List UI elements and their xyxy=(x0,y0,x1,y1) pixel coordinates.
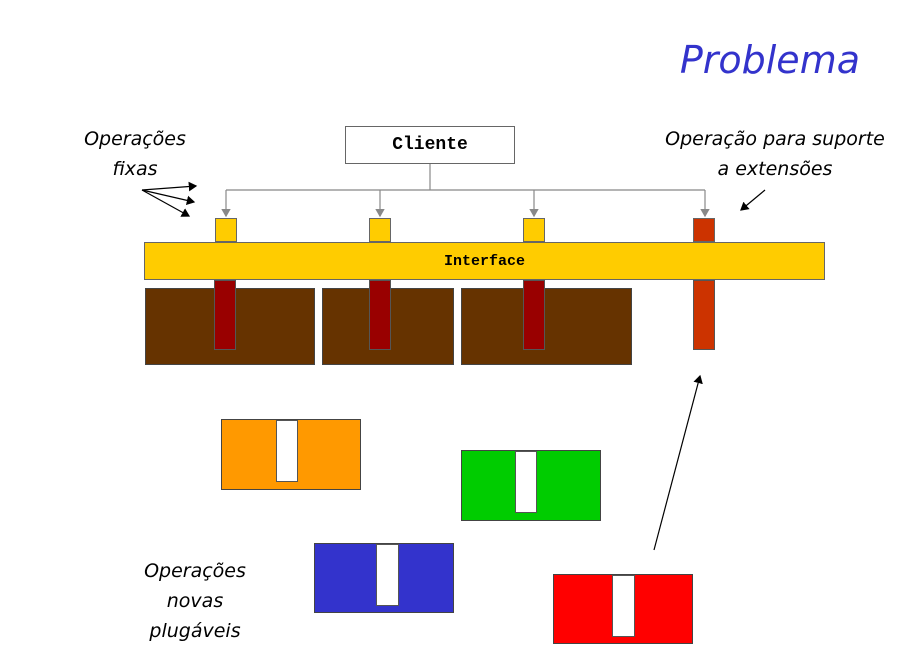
operation-tab-2 xyxy=(369,218,391,242)
extension-arrow xyxy=(740,189,766,211)
fixed-operations-arrows xyxy=(141,181,198,217)
client-connector-lines xyxy=(221,164,710,218)
plugin-blue xyxy=(314,543,454,613)
operation-tab-3 xyxy=(523,218,545,242)
client-box: Cliente xyxy=(345,126,515,164)
new-pluggable-operations-label: Operações novas plugáveis xyxy=(144,560,246,642)
plugin-red xyxy=(553,574,693,644)
extension-operation-tab xyxy=(693,218,715,242)
operation-peg-3 xyxy=(523,280,545,350)
fixed-component-3 xyxy=(461,288,632,365)
operation-tab-1 xyxy=(215,218,237,242)
plugin-arrow xyxy=(653,374,703,551)
plugin-orange xyxy=(221,419,361,490)
extension-operation-label: Operação para suporte a extensões xyxy=(665,128,885,180)
plugin-red-slot xyxy=(612,575,635,637)
interface-bar: Interface xyxy=(144,242,825,280)
fixed-operations-label: Operações fixas xyxy=(84,128,186,180)
page-title: Problema xyxy=(679,38,860,82)
plugin-green-slot xyxy=(515,451,537,513)
extension-peg xyxy=(693,280,715,350)
plugin-blue-slot xyxy=(376,544,399,606)
operation-peg-2 xyxy=(369,280,391,350)
plugin-orange-slot xyxy=(276,420,298,482)
plugin-green xyxy=(461,450,601,521)
operation-peg-1 xyxy=(214,280,236,350)
